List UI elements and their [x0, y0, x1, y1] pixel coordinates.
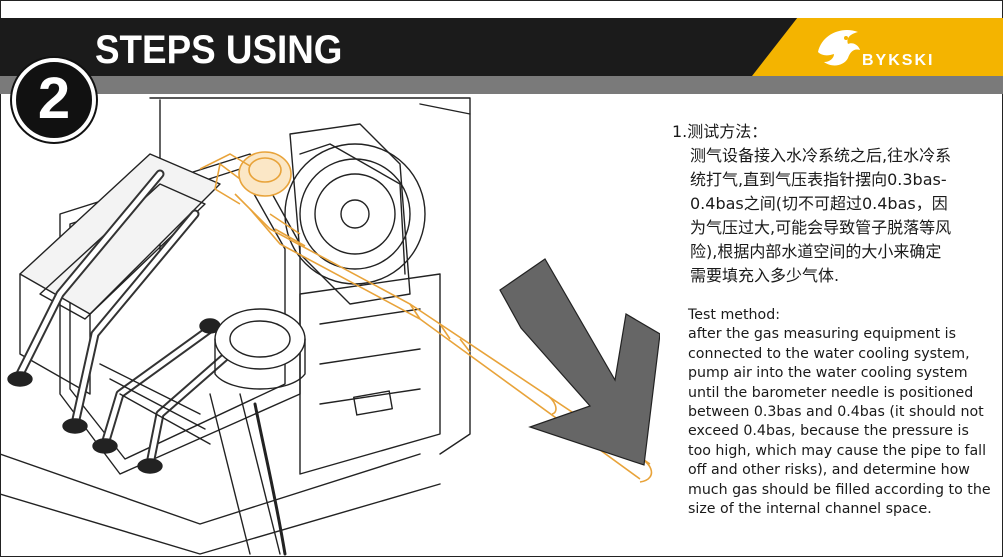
gray-arrow-icon	[499, 258, 660, 466]
english-instructions: Test method: after the gas measuring equ…	[688, 306, 993, 519]
brand-logo: BYKSKI	[752, 18, 1003, 76]
english-body: after the gas measuring equipment is con…	[688, 326, 991, 518]
brand-name: BYKSKI	[862, 52, 935, 69]
header-underline-band	[0, 76, 1003, 94]
english-heading: Test method:	[688, 307, 781, 323]
brand-logo-background	[752, 18, 1003, 76]
water-cooling-illustration	[0, 97, 660, 556]
page-title: STEPS USING	[95, 28, 343, 72]
step-number-badge: 2	[12, 58, 96, 142]
chinese-instructions: 1.测试方法： 测气设备接入水冷系统之后,往水冷系统打气,直到气压表指针摆向0.…	[672, 120, 972, 288]
chinese-body: 测气设备接入水冷系统之后,往水冷系统打气,直到气压表指针摆向0.3bas-0.4…	[690, 146, 952, 285]
step-number: 2	[37, 66, 71, 131]
chinese-heading: 1.测试方法：	[672, 122, 768, 141]
dragon-icon	[818, 30, 860, 66]
